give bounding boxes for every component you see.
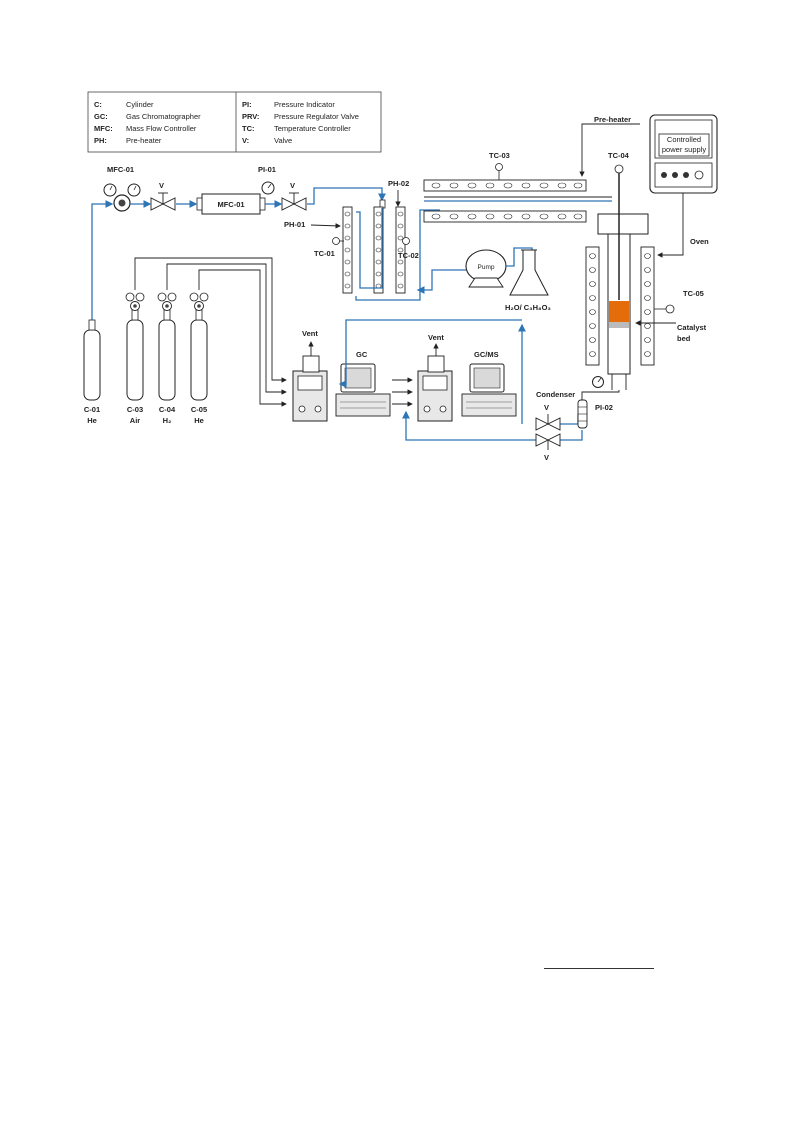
valve-label: V (159, 181, 164, 190)
reactor (597, 164, 649, 390)
valve (535, 414, 561, 431)
cylinder-gas: H₂ (163, 416, 172, 425)
pump (465, 249, 507, 288)
legend-desc: Pre-heater (126, 136, 162, 145)
pressure-indicator (592, 376, 604, 388)
oven-label: Oven (690, 237, 709, 246)
condenser-label: Condenser (536, 390, 575, 399)
legend-desc: Mass Flow Controller (126, 124, 197, 133)
power-supply-line1: Controlled (667, 135, 701, 144)
legend-key: GC: (94, 112, 108, 121)
ph02-label: PH-02 (388, 179, 409, 188)
gas-feed-line (91, 187, 386, 322)
legend-key: C: (94, 100, 102, 109)
feed-label: H₂O/ C₃H₈O₃ (505, 303, 551, 312)
cylinder-id: C-04 (159, 405, 176, 414)
gas-cylinder (83, 319, 101, 401)
temperature-controller (402, 237, 410, 245)
tc05-label: TC-05 (683, 289, 704, 298)
power-supply-unit (649, 114, 718, 194)
legend-key: MFC: (94, 124, 113, 133)
gcms-label: GC/MS (474, 350, 499, 359)
gc-label: GC (356, 350, 368, 359)
cylinder-id: C-03 (127, 405, 143, 414)
process-flow-diagram: C: Cylinder GC: Gas Chromatographer MFC:… (83, 91, 718, 462)
cylinder-id: C-05 (191, 405, 207, 414)
pi01-label: PI-01 (258, 165, 276, 174)
ph01-label: PH-01 (284, 220, 305, 229)
valve-label: V (290, 181, 295, 190)
legend-key: PI: (242, 100, 252, 109)
vent1-label: Vent (302, 329, 318, 338)
preheater-label: Pre-heater (594, 115, 631, 124)
outlet-valve-label: V (544, 403, 549, 412)
gc-ms-instrument (417, 343, 517, 422)
outlet-valve-label: V (544, 453, 549, 462)
cylinder-gas: He (194, 416, 204, 425)
legend-key: PH: (94, 136, 107, 145)
power-supply-line2: power supply (662, 145, 706, 154)
tc01-label: TC-01 (314, 249, 335, 258)
tc03-label: TC-03 (489, 151, 510, 160)
catalyst-label-2: bed (677, 334, 691, 343)
pi02-label: PI-02 (595, 403, 613, 412)
cylinder-gas: He (87, 416, 97, 425)
legend-desc: Pressure Regulator Valve (274, 112, 359, 121)
valve (281, 192, 307, 211)
mass-flow-controller (196, 193, 266, 215)
preheater-columns (342, 206, 440, 301)
legend-key: PRV: (242, 112, 259, 121)
legend: C: Cylinder GC: Gas Chromatographer MFC:… (87, 91, 382, 153)
cylinder-id: C-01 (84, 405, 100, 414)
tc02-label: TC-02 (398, 251, 419, 260)
gas-chromatograph (292, 341, 391, 422)
gas-cylinder (157, 292, 177, 401)
product-lines (338, 319, 583, 441)
legend-key: V: (242, 136, 249, 145)
legend-desc: Cylinder (126, 100, 154, 109)
pressure-indicator (261, 181, 275, 195)
pressure-regulator-valve (103, 183, 141, 212)
legend-desc: Temperature Controller (274, 124, 351, 133)
legend-key: TC: (242, 124, 255, 133)
temperature-controller (332, 237, 344, 245)
legend-desc: Gas Chromatographer (126, 112, 201, 121)
vent2-label: Vent (428, 333, 444, 342)
valve (535, 433, 561, 450)
carrier-gas-lines (134, 257, 287, 407)
catalyst-bed (609, 301, 629, 322)
gas-cylinder (125, 292, 145, 401)
oven (585, 246, 655, 366)
temperature-controller (654, 304, 675, 314)
mfc01-label: MFC-01 (107, 165, 134, 174)
legend-desc: Pressure Indicator (274, 100, 335, 109)
mfc01-box-label: MFC-01 (217, 200, 244, 209)
catalyst-label-1: Catalyst (677, 323, 707, 332)
cylinder-gas: Air (130, 416, 141, 425)
feed-flask (509, 249, 549, 296)
preheater-bars (423, 163, 612, 223)
gas-cylinder (189, 292, 209, 401)
condenser (577, 390, 620, 429)
footnote-separator (544, 968, 654, 969)
legend-desc: Valve (274, 136, 292, 145)
tc04-label: TC-04 (608, 151, 630, 160)
valve (150, 192, 176, 211)
pump-label: Pump (478, 264, 495, 271)
gc-transfer-lines (392, 377, 413, 407)
